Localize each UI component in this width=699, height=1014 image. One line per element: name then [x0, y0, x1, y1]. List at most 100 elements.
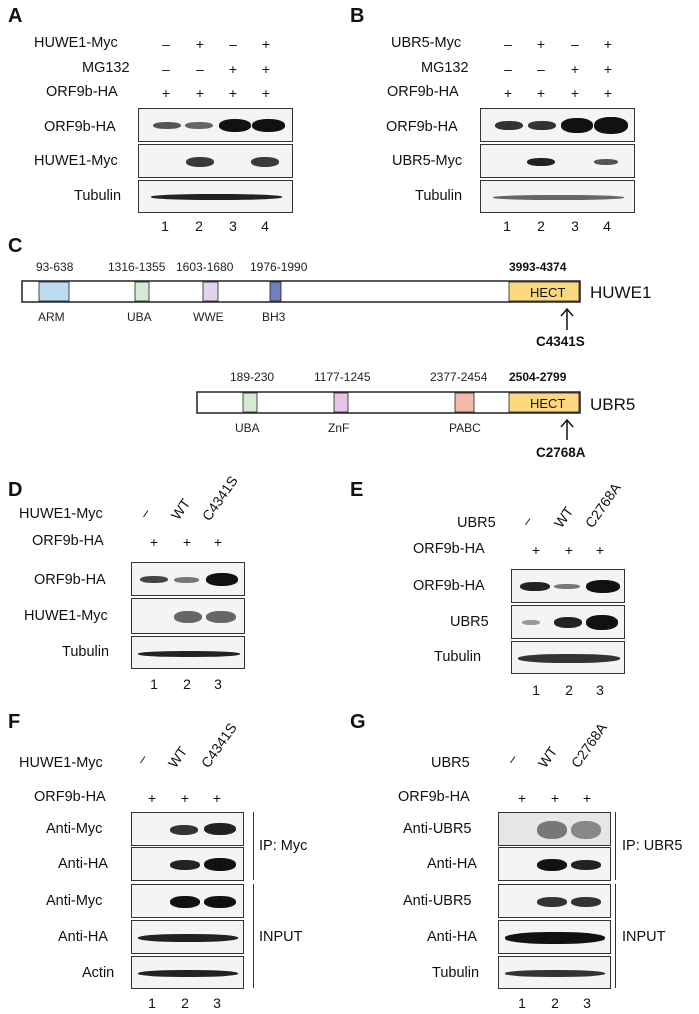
e-row-ubr5-label: UBR5: [457, 515, 496, 531]
d-lane-number: 3: [214, 676, 222, 692]
panel-d-label: D: [8, 479, 23, 501]
blot-band: [186, 157, 214, 167]
blot-band: [219, 119, 251, 132]
blot-band: [505, 932, 605, 944]
b-sign: +: [603, 61, 613, 77]
panel-a-label: A: [8, 5, 23, 27]
b-sign: +: [536, 85, 546, 101]
d-blot-orf9b: [131, 562, 245, 596]
blot-band: [505, 970, 605, 977]
g-ip-label: IP: UBR5: [622, 838, 683, 854]
b-sign: +: [570, 61, 580, 77]
blot-band: [594, 159, 618, 165]
f-blot-label: Anti-HA: [58, 929, 108, 945]
ubr5-mutation-label: C2768A: [536, 445, 586, 460]
e-lane-number: 3: [596, 682, 604, 698]
ubr5-hect-label: HECT: [530, 396, 565, 411]
b-sign: –: [504, 36, 512, 52]
f-blot-ip-ha: [131, 847, 244, 881]
huwe1-protein-name: HUWE1: [590, 283, 651, 302]
huwe1-uba-domain: [134, 281, 150, 302]
b-sign: +: [570, 85, 580, 101]
panel-f-label: F: [8, 711, 21, 733]
blot-band: [252, 119, 285, 132]
g-sign: +: [550, 790, 560, 806]
b-lane-number: 2: [537, 218, 545, 234]
e-sign: +: [595, 542, 605, 558]
huwe1-arm-label: ARM: [38, 310, 65, 324]
a-lane-number: 4: [261, 218, 269, 234]
b-blot-label: UBR5-Myc: [392, 153, 463, 169]
blot-band: [571, 860, 601, 870]
f-blot-label: Anti-Myc: [46, 821, 103, 837]
blot-band: [571, 821, 601, 839]
blot-band: [518, 654, 620, 663]
d-col-header: WT: [167, 495, 194, 523]
huwe1-arrow-head: [560, 307, 574, 317]
blot-band: [206, 611, 236, 623]
g-input-label: INPUT: [622, 929, 666, 945]
g-col-header: –: [502, 751, 521, 767]
blot-band: [138, 970, 238, 977]
f-sign: +: [147, 790, 157, 806]
a-blot-label: ORF9b-HA: [44, 119, 116, 135]
e-blot-ubr5: [511, 605, 625, 639]
a-sign: +: [161, 85, 171, 101]
d-lane-number: 1: [150, 676, 158, 692]
blot-band: [153, 122, 181, 129]
ubr5-range-uba: 189-230: [230, 370, 274, 384]
huwe1-range-uba: 1316-1355: [108, 260, 166, 274]
a-sign: –: [229, 36, 237, 52]
e-blot-tubulin: [511, 641, 625, 674]
blot-band: [206, 573, 238, 586]
blot-band: [537, 859, 567, 871]
blot-band: [251, 157, 279, 167]
g-lane-number: 3: [583, 995, 591, 1011]
ubr5-pabc-label: PABC: [449, 421, 481, 435]
blot-band: [586, 580, 620, 593]
huwe1-wwe-domain: [202, 281, 219, 302]
huwe1-wwe-label: WWE: [193, 310, 224, 324]
ubr5-znf-label: ZnF: [328, 421, 349, 435]
b-sign: –: [537, 61, 545, 77]
b-lane-number: 3: [571, 218, 579, 234]
f-col-header: –: [132, 751, 151, 767]
g-ip-bracket: [615, 812, 616, 880]
e-blot-label: ORF9b-HA: [413, 578, 485, 594]
blot-band: [204, 896, 236, 908]
blot-band: [170, 896, 200, 908]
b-lane-number: 1: [503, 218, 511, 234]
blot-band: [594, 117, 628, 134]
g-blot-ip-ha: [498, 847, 611, 881]
e-col-header: C2768A: [581, 479, 624, 531]
ubr5-range-hect: 2504-2799: [509, 370, 567, 384]
d-blot-tubulin: [131, 636, 245, 669]
g-blot-label: Anti-UBR5: [403, 821, 472, 837]
a-blot-label: HUWE1-Myc: [34, 153, 118, 169]
a-row-huwe1-label: HUWE1-Myc: [34, 35, 118, 51]
d-row-orf9b-label: ORF9b-HA: [32, 533, 104, 549]
b-blot-label: ORF9b-HA: [386, 119, 458, 135]
blot-band: [204, 823, 236, 835]
blot-band: [528, 121, 556, 130]
ubr5-range-pabc: 2377-2454: [430, 370, 488, 384]
blot-band: [561, 118, 593, 133]
f-ip-label: IP: Myc: [259, 838, 308, 854]
b-row-ubr5-label: UBR5-Myc: [391, 35, 462, 51]
ubr5-range-znf: 1177-1245: [314, 370, 371, 384]
g-row-orf9b-label: ORF9b-HA: [398, 789, 470, 805]
g-lane-number: 1: [518, 995, 526, 1011]
g-blot-ip-ubr5: [498, 812, 611, 846]
b-blot-tubulin: [480, 180, 635, 213]
blot-band: [493, 195, 624, 200]
panel-g-label: G: [350, 711, 366, 733]
g-sign: +: [517, 790, 527, 806]
blot-band: [174, 577, 199, 583]
ubr5-hect-domain: [508, 392, 580, 413]
d-lane-number: 2: [183, 676, 191, 692]
blot-band: [170, 825, 198, 835]
b-sign: –: [504, 61, 512, 77]
blot-band: [537, 821, 567, 839]
a-row-orf9b-label: ORF9b-HA: [46, 84, 118, 100]
